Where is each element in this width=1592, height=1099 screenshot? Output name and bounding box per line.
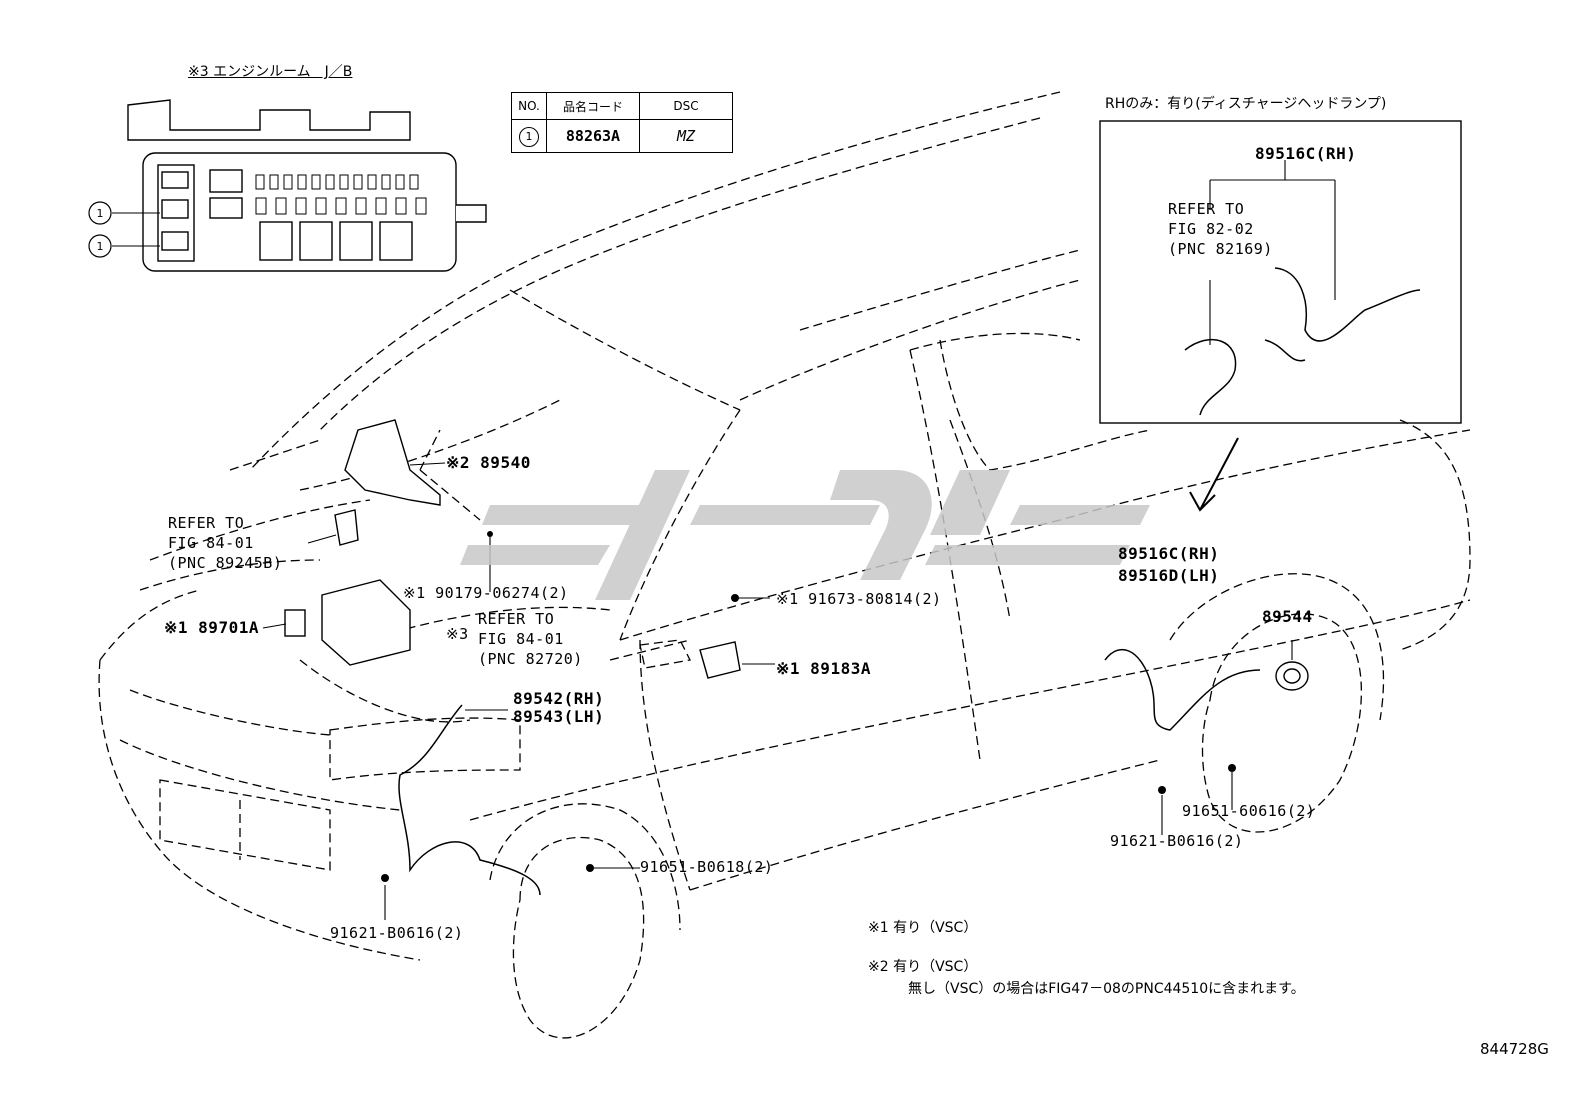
part-89183a[interactable]: ※1 89183A (776, 659, 871, 678)
bolt-90179 (487, 531, 493, 537)
bolt-91621-l (381, 874, 389, 882)
part-91621-b0616-front[interactable]: 91621-B0616(2) (330, 924, 464, 942)
inset-frame (1099, 120, 1462, 424)
note-1: ※1 有り（VSC） (868, 920, 978, 936)
part-89543-lh[interactable]: 89543(LH) (513, 707, 605, 726)
table-cell-code: 88263A (546, 119, 640, 153)
callout-1a: 1 (97, 207, 104, 220)
rear-wheel-arch (1169, 573, 1385, 721)
refer-89245b-line3[interactable]: (PNC 89245B) (168, 554, 283, 572)
harness-rear (1104, 648, 1261, 731)
bolt-91673 (731, 594, 739, 602)
fuse-row (255, 174, 427, 215)
mark-3: ※3 (446, 625, 469, 643)
inset-arrow (1189, 437, 1239, 512)
part-89540[interactable]: ※2 89540 (446, 453, 531, 472)
refer-82720-line2: FIG 84-01 (478, 630, 564, 648)
callout-circle-1a (88, 201, 112, 225)
junction-block-drawing (127, 99, 487, 272)
hood (139, 499, 371, 591)
sensor-leader-lines (229, 429, 691, 661)
inset-part-89516c[interactable]: 89516C(RH) (1255, 144, 1357, 163)
rear-body (1399, 419, 1471, 651)
note-2a: ※2 有り（VSC） (868, 959, 978, 975)
roof-inner (319, 117, 1041, 431)
bracket-89540 (344, 419, 441, 506)
leader-89701a (262, 623, 287, 629)
part-89245b (334, 509, 359, 546)
front-fascia (98, 589, 421, 961)
part-code-table: NO. 品名コード DSC 1 88263A MZ (511, 92, 733, 153)
note-2b: 無し（VSC）の場合はFIG47－08のPNC44510に含まれます。 (908, 981, 1305, 997)
inset-bracket (1209, 160, 1336, 300)
part-90179-06274[interactable]: ※1 90179-06274(2) (403, 584, 569, 602)
roof-outline (249, 91, 1061, 471)
bolt-91651-60616 (1228, 764, 1236, 772)
leader-89540 (409, 462, 446, 466)
part-89544[interactable]: 89544 (1262, 607, 1313, 626)
inset-refer-line3[interactable]: (PNC 82169) (1168, 240, 1273, 258)
refer-82720-line3[interactable]: (PNC 82720) (478, 650, 583, 668)
part-89701a[interactable]: ※1 89701A (164, 618, 259, 637)
table-row: 1 88263A MZ (511, 119, 733, 153)
part-89542-rh[interactable]: 89542(RH) (513, 689, 605, 708)
table-header-dsc: DSC (639, 92, 733, 120)
table-header-no: NO. (511, 92, 547, 120)
part-91651-60616[interactable]: 91651-60616(2) (1182, 802, 1316, 820)
bumper (159, 779, 331, 871)
bolt-91621-r (1158, 786, 1166, 794)
headlamp (329, 717, 521, 781)
rear-door (909, 332, 1081, 621)
watermark-logo (460, 470, 1150, 600)
rear-wheel (1201, 613, 1362, 833)
part-89516c-rh[interactable]: 89516C(RH) (1118, 544, 1220, 563)
table-cell-no: 1 (519, 126, 539, 147)
part-91673-80814[interactable]: ※1 91673-80814(2) (776, 590, 942, 608)
a-pillar (619, 409, 741, 641)
body-side-lower (469, 599, 1471, 821)
harness-inset-b (1274, 267, 1421, 342)
roof-rear (739, 249, 1081, 401)
harness-inset-c (1264, 339, 1306, 362)
figure-id: 844728G (1480, 1040, 1549, 1058)
table-header-code: 品名コード (546, 92, 640, 120)
mirror (639, 639, 691, 669)
inset-refer-line1: REFER TO (1168, 200, 1245, 218)
refer-89245b-line1: REFER TO (168, 514, 245, 532)
body-side-upper (619, 429, 1471, 641)
part-89701a (284, 609, 306, 637)
part-89183a (699, 641, 741, 679)
callout-circle-1b (88, 234, 112, 258)
part-91651-b0618[interactable]: 91651-B0618(2) (640, 858, 774, 876)
inset-caption: RHのみ：有り(ディスチャージヘッドランプ) (1105, 96, 1387, 112)
table-cell-dsc: MZ (639, 119, 733, 153)
inset-refer-line2: FIG 82-02 (1168, 220, 1254, 238)
rocker (689, 759, 1161, 891)
leader-89245b (307, 534, 337, 544)
part-91621-b0616-rear[interactable]: 91621-B0616(2) (1110, 832, 1244, 850)
front-wheel (512, 836, 645, 1039)
front-wheel-arch (489, 803, 681, 931)
bolt-91651-b0618 (586, 864, 594, 872)
actuator-assy (321, 579, 411, 666)
grille (119, 689, 401, 811)
harness-inset-a (1184, 339, 1237, 416)
front-door (639, 349, 981, 891)
windshield (299, 289, 741, 491)
junction-block-title: ※3 エンジンルーム J／B (188, 64, 353, 80)
rear-window (939, 339, 1151, 471)
refer-82720-line1: REFER TO (478, 610, 555, 628)
callout-1b: 1 (97, 240, 104, 253)
part-89516d-lh[interactable]: 89516D(LH) (1118, 566, 1220, 585)
harness-front (398, 704, 541, 896)
refer-89245b-line2: FIG 84-01 (168, 534, 254, 552)
